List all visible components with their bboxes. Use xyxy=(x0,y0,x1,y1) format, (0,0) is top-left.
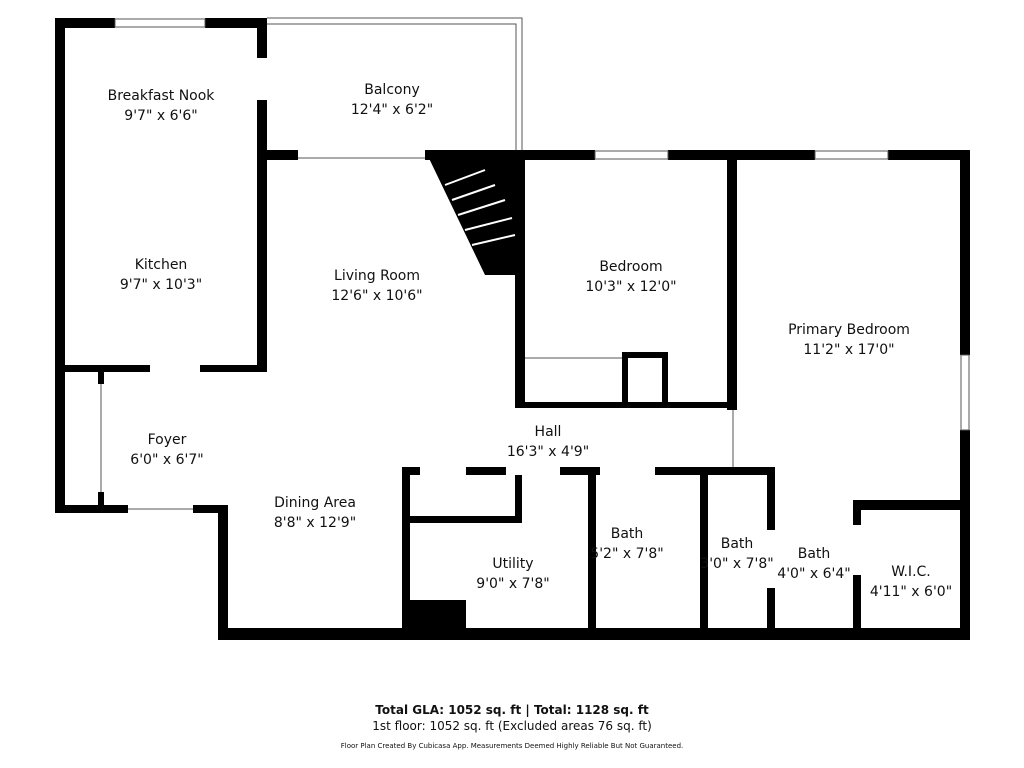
walls xyxy=(55,18,970,640)
room-dims: 12'6" x 10'6" xyxy=(331,288,423,304)
room-utility: Utility 9'0" x 7'8" xyxy=(476,554,549,594)
room-name: Kitchen xyxy=(134,257,188,273)
room-foyer: Foyer 6'0" x 6'7" xyxy=(130,430,203,470)
disclaimer: Floor Plan Created By Cubicasa App. Meas… xyxy=(340,742,684,750)
room-bath-1: Bath 5'2" x 7'8" xyxy=(590,524,663,564)
room-bath-2: Bath 3'0" x 7'8" xyxy=(700,534,773,574)
room-name: W.I.C. xyxy=(891,564,931,580)
room-name: Bath xyxy=(797,546,831,562)
room-dining-area: Dining Area 8'8" x 12'9" xyxy=(274,493,356,533)
room-primary-bedroom: Primary Bedroom 11'2" x 17'0" xyxy=(788,320,910,360)
room-name: Bedroom xyxy=(599,259,663,275)
room-dims: 4'0" x 6'4" xyxy=(777,566,851,582)
total-area: Total GLA: 1052 sq. ft | Total: 1128 sq.… xyxy=(375,703,649,717)
room-dims: 3'0" x 7'8" xyxy=(700,556,774,572)
room-dims: 5'2" x 7'8" xyxy=(590,546,664,562)
room-dims: 9'0" x 7'8" xyxy=(476,576,550,592)
floor-area: 1st floor: 1052 sq. ft (Excluded areas 7… xyxy=(372,719,652,733)
room-kitchen: Kitchen 9'7" x 10'3" xyxy=(120,255,202,295)
room-balcony: Balcony 12'4" x 6'2" xyxy=(351,80,433,120)
room-name: Primary Bedroom xyxy=(788,322,910,338)
room-name: Utility xyxy=(492,556,534,572)
room-name: Breakfast Nook xyxy=(107,88,215,104)
room-dims: 10'3" x 12'0" xyxy=(585,279,677,295)
room-dims: 6'0" x 6'7" xyxy=(130,452,204,468)
stairs xyxy=(444,169,516,246)
room-name: Hall xyxy=(534,424,562,440)
room-dims: 9'7" x 6'6" xyxy=(124,108,198,124)
room-name: Balcony xyxy=(364,82,420,98)
room-dims: 16'3" x 4'9" xyxy=(506,444,590,460)
room-dims: 8'8" x 12'9" xyxy=(273,515,357,531)
room-name: Bath xyxy=(610,526,644,542)
room-living-room: Living Room 12'6" x 10'6" xyxy=(331,266,422,306)
room-breakfast-nook: Breakfast Nook 9'7" x 6'6" xyxy=(108,86,215,126)
room-dims: 12'4" x 6'2" xyxy=(350,102,434,118)
room-wic: W.I.C. 4'11" x 6'0" xyxy=(870,562,952,602)
room-hall: Hall 16'3" x 4'9" xyxy=(507,422,589,462)
room-name: Bath xyxy=(720,536,754,552)
room-dims: 9'7" x 10'3" xyxy=(119,277,203,293)
room-dims: 4'11" x 6'0" xyxy=(869,584,953,600)
room-name: Dining Area xyxy=(274,495,356,511)
room-bedroom: Bedroom 10'3" x 12'0" xyxy=(585,257,676,297)
room-bath-3: Bath 4'0" x 6'4" xyxy=(777,544,850,584)
thin-lines xyxy=(100,17,970,510)
room-name: Foyer xyxy=(147,432,187,448)
room-name: Living Room xyxy=(334,268,420,284)
room-dims: 11'2" x 17'0" xyxy=(803,342,895,358)
